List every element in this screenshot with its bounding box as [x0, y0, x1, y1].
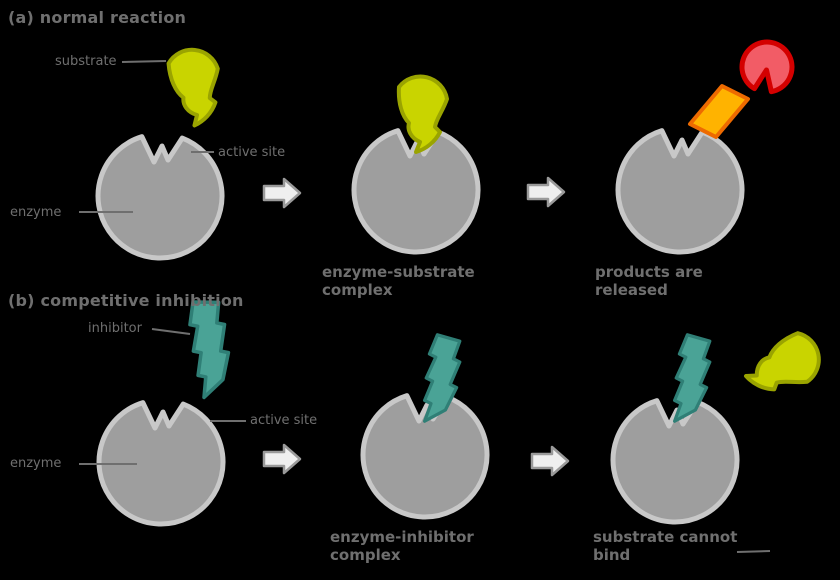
released-caption-line2: released: [595, 281, 668, 299]
enzyme-shape: [360, 393, 490, 520]
right-arrow-icon: [262, 177, 302, 209]
active-site-label: active site: [218, 145, 286, 160]
substrate-pointer-line: [121, 60, 167, 63]
inhibitor-shape: [188, 300, 231, 400]
enzyme-label: enzyme: [10, 205, 62, 220]
right-arrow-icon: [526, 176, 566, 208]
substrate-label: substrate: [55, 54, 117, 69]
inhibitor-bound-shape: [673, 333, 712, 423]
product-pacman-shape: [739, 39, 795, 95]
right-arrow-icon: [530, 445, 570, 477]
active-site-label: active site: [250, 413, 318, 428]
row-a-title: (a) normal reaction: [8, 8, 187, 27]
inhibitor-pointer-line: [151, 328, 191, 335]
inhibitor-bound-shape: [423, 333, 462, 423]
substrate-bound-shape: [396, 74, 449, 154]
substrate-shape: [166, 47, 220, 128]
inhibitor-label: inhibitor: [88, 321, 142, 336]
complex-caption-line1: enzyme-substrate: [322, 263, 475, 281]
enzyme-shape: [351, 128, 481, 255]
substrate-blocked-shape: [744, 331, 821, 392]
blocked-caption-line2: bind: [593, 546, 631, 564]
blocked-caption-line1: substrate cannot: [593, 528, 738, 546]
released-caption-line1: products are: [595, 263, 703, 281]
inhibitor-complex-caption-line2: complex: [330, 546, 401, 564]
complex-caption-line2: complex: [322, 281, 393, 299]
enzyme-shape: [95, 134, 225, 261]
row-b-title: (b) competitive inhibition: [8, 291, 244, 310]
product-diamond-shape: [688, 84, 750, 139]
enzyme-shape: [610, 398, 740, 525]
blocked-caption-pointer-line: [736, 550, 771, 553]
enzyme-shape: [96, 400, 226, 527]
blocked-caption: substrate cannot bind: [593, 528, 737, 564]
complex-caption: enzyme-substrate complex: [322, 263, 475, 299]
inhibitor-complex-caption: enzyme-inhibitor complex: [330, 528, 474, 564]
enzyme-label: enzyme: [10, 456, 62, 471]
enzyme-shape: [615, 128, 745, 255]
right-arrow-icon: [262, 443, 302, 475]
released-caption: products are released: [595, 263, 703, 299]
inhibitor-complex-caption-line1: enzyme-inhibitor: [330, 528, 474, 546]
